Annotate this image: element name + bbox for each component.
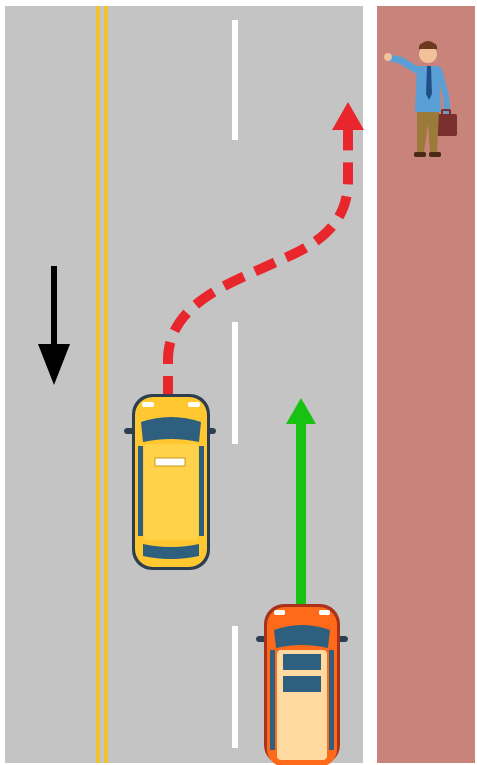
lane-dashed-line bbox=[232, 20, 238, 748]
car-icon bbox=[256, 604, 348, 765]
taxi-icon bbox=[124, 394, 216, 570]
curb-line bbox=[363, 6, 377, 763]
